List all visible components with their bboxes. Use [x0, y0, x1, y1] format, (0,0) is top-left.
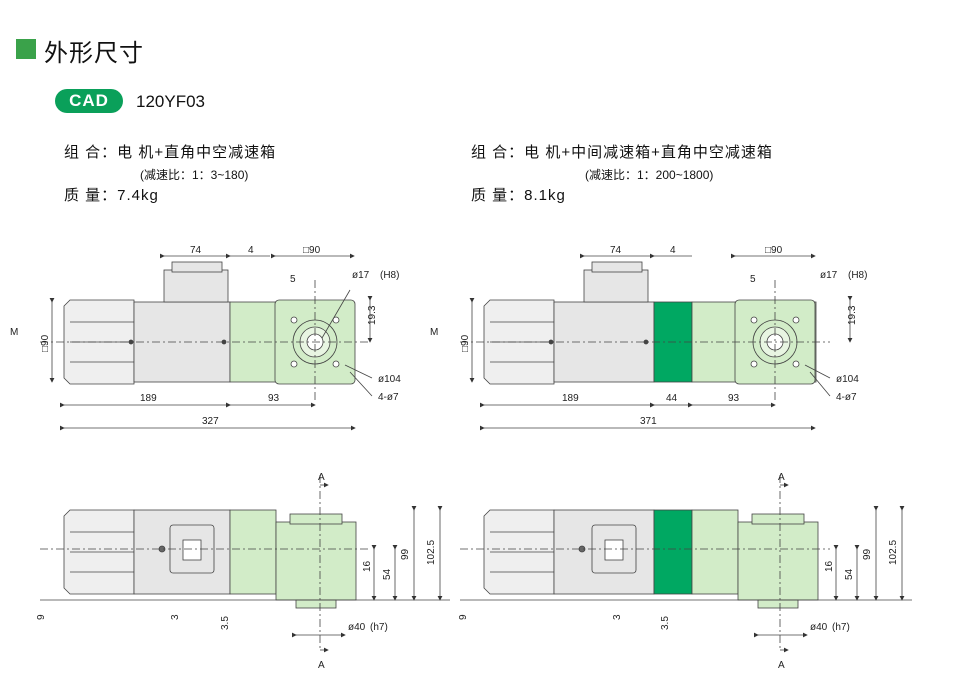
dim-189: 189: [140, 393, 157, 404]
dim-74: 74: [190, 245, 202, 256]
dim-189: 189: [562, 393, 579, 404]
left-combo: 组 合：电 机+直角中空减速箱: [64, 144, 277, 161]
dim-hole: ø17: [352, 270, 370, 281]
dim-9: 9: [458, 614, 469, 620]
dim-93: 93: [268, 393, 280, 404]
right-ratio: (减速比：1：200~1800): [585, 168, 714, 182]
dim-hole-tol: (H8): [380, 270, 399, 281]
dim-shaft: ø40: [348, 622, 366, 633]
left-top-labels: 74 4 □90 5 ø17 (H8) 19.3 ø104 4-ø7 M □90…: [10, 245, 401, 427]
dim-4: 4: [248, 245, 254, 256]
left-side-view: [40, 475, 450, 653]
dim-9: 9: [36, 614, 47, 620]
dim-4-holes: 4-ø7: [836, 392, 857, 403]
right-combo: 组 合：电 机+中间减速箱+直角中空减速箱: [471, 144, 773, 161]
right-top-view: [460, 253, 853, 431]
dim-key: 5: [290, 274, 296, 285]
dim-hole-tol: (H8): [848, 270, 867, 281]
section-a-top: A: [778, 472, 785, 483]
dim-102-5: 102.5: [426, 540, 437, 565]
section-a-bottom: A: [778, 660, 785, 671]
dim-m: M: [10, 327, 18, 338]
dim-104: ø104: [378, 374, 401, 385]
dim-102-5: 102.5: [888, 540, 899, 565]
dim-54: 54: [844, 568, 855, 580]
cad-badge[interactable]: CAD: [55, 89, 123, 113]
left-ratio: (减速比：1：3~180): [140, 168, 249, 182]
dim-3: 3: [170, 614, 181, 620]
dim-3-5: 3.5: [220, 616, 231, 630]
dim-19-3: 19.3: [847, 305, 858, 325]
dim-key: 5: [750, 274, 756, 285]
dim-74: 74: [610, 245, 622, 256]
section-a-top: A: [318, 472, 325, 483]
title-marker: [16, 39, 36, 59]
dim-m: M: [430, 327, 438, 338]
right-side-labels: A A 102.5 99 16 54 9 3 3.5 ø40 (h7): [458, 472, 899, 671]
right-mass: 质 量：8.1kg: [471, 187, 566, 204]
page-title: 外形尺寸: [44, 40, 144, 67]
dim-shaft: ø40: [810, 622, 828, 633]
dim-shaft-tol: (h7): [832, 622, 850, 633]
dim-hole: ø17: [820, 270, 838, 281]
dim-19-3: 19.3: [367, 305, 378, 325]
right-top-labels: 74 4 □90 5 ø17 (H8) 19.3 ø104 4-ø7 M □90…: [430, 245, 867, 427]
left-top-view: [40, 253, 373, 431]
left-mass: 质 量：7.4kg: [64, 187, 159, 204]
dim-side90: □90: [40, 334, 51, 352]
dim-3: 3: [612, 614, 623, 620]
section-a-bottom: A: [318, 660, 325, 671]
dim-104: ø104: [836, 374, 859, 385]
dim-sq90: □90: [303, 245, 321, 256]
dim-side90: □90: [460, 334, 471, 352]
dim-99: 99: [862, 548, 873, 560]
dim-93: 93: [728, 393, 740, 404]
dim-99: 99: [400, 548, 411, 560]
model-code: 120YF03: [136, 92, 205, 111]
dim-3-5: 3.5: [660, 616, 671, 630]
dim-shaft-tol: (h7): [370, 622, 388, 633]
dim-4-holes: 4-ø7: [378, 392, 399, 403]
dim-16: 16: [362, 560, 373, 572]
dim-sq90: □90: [765, 245, 783, 256]
left-side-labels: A A 102.5 99 16 54 9 3 3.5 ø40 (h7): [36, 472, 437, 671]
dim-371: 371: [640, 416, 657, 427]
dim-44: 44: [666, 393, 678, 404]
dim-4: 4: [670, 245, 676, 256]
dim-54: 54: [382, 568, 393, 580]
right-side-view: [460, 475, 912, 653]
dim-327: 327: [202, 416, 219, 427]
dim-16: 16: [824, 560, 835, 572]
